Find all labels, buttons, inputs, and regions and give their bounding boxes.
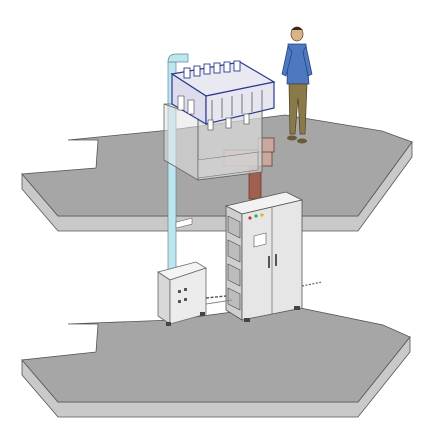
lower-floor-slab — [21, 304, 411, 418]
sample-rack-icon — [170, 60, 276, 131]
fume-extractor-icon — [157, 217, 207, 326]
person-figure-icon — [281, 26, 313, 144]
floor-cables — [205, 295, 233, 305]
transparent-hood — [163, 103, 263, 181]
lower-floor-top — [21, 304, 411, 403]
electrical-cabinet-icon — [224, 191, 323, 322]
